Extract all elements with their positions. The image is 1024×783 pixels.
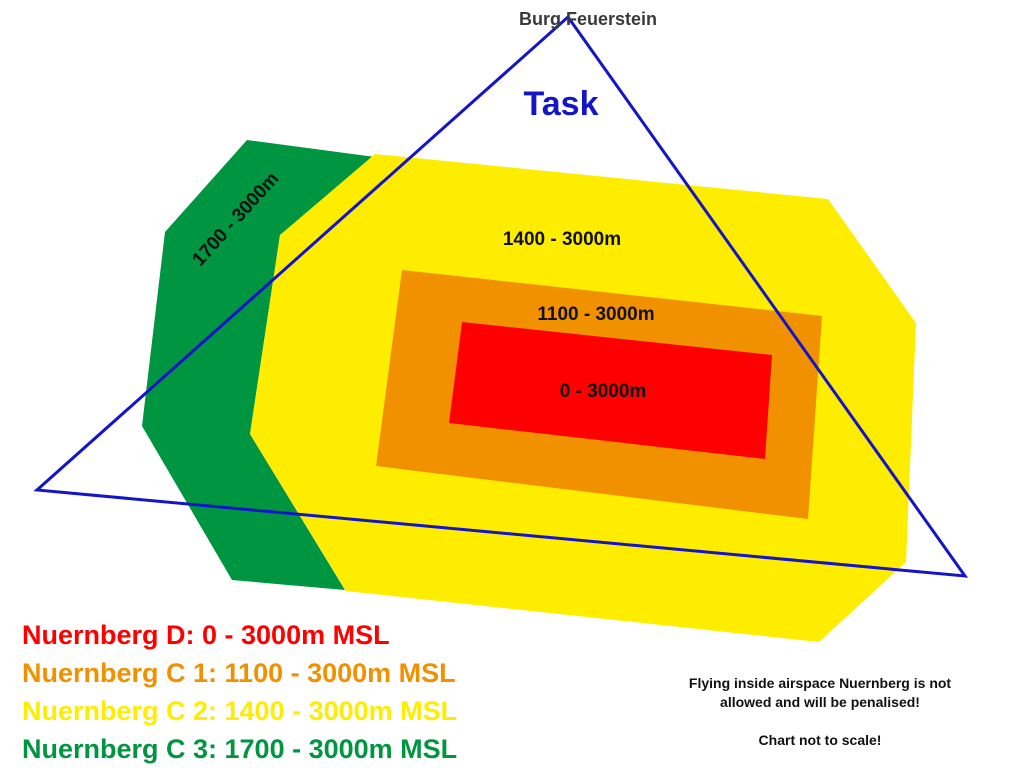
scale-disclaimer: Chart not to scale! [758, 732, 882, 748]
landmark-label: Burg Feuerstein [519, 9, 657, 29]
task-title: Task [524, 85, 599, 123]
zone-d [449, 322, 772, 459]
warning-line-2: allowed and will be penalised! [720, 694, 920, 710]
legend: Nuernberg D: 0 - 3000m MSL Nuernberg C 1… [22, 616, 457, 768]
legend-item-c3: Nuernberg C 3: 1700 - 3000m MSL [22, 734, 458, 764]
zone-c2-label: 1400 - 3000m [503, 229, 621, 250]
zone-d-label: 0 - 3000m [560, 381, 647, 402]
zone-c1-label: 1100 - 3000m [537, 304, 654, 325]
warning-note: Flying inside airspace Nuernberg is not … [640, 674, 1000, 750]
legend-item-c1: Nuernberg C 1: 1100 - 3000m MSL [22, 658, 456, 688]
zone-c3 [142, 140, 375, 590]
task-triangle [33, 14, 969, 578]
warning-line-1: Flying inside airspace Nuernberg is not [688, 675, 952, 691]
legend-item-c2: Nuernberg C 2: 1400 - 3000m MSL [22, 696, 458, 726]
legend-item-d: Nuernberg D: 0 - 3000m MSL [22, 620, 390, 650]
